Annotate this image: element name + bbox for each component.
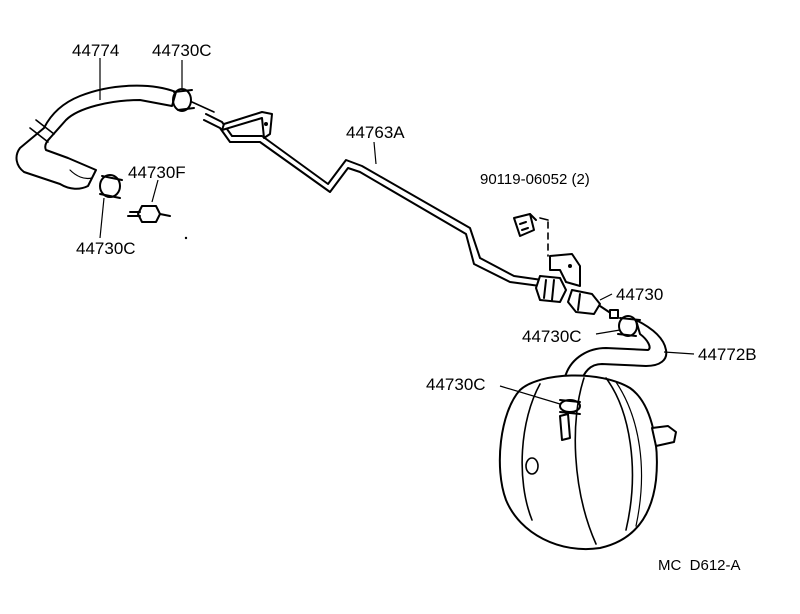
callout-44774: 44774 — [72, 41, 119, 60]
diagram-code: MC D612-A — [658, 557, 741, 574]
callout-pipe: 44763A — [346, 123, 405, 142]
callout-clamp-left: 44730C — [76, 239, 136, 258]
callout-clamp-booster: 44730C — [426, 375, 486, 394]
bolt-90119 — [513, 213, 537, 237]
callout-clamp-right: 44730C — [522, 327, 582, 346]
brake-booster — [498, 374, 677, 550]
callout-clamp-top: 44730C — [152, 41, 212, 60]
clamp-left — [99, 174, 123, 199]
bracket-right — [539, 217, 581, 287]
pipe-union — [535, 275, 567, 303]
clamp-top — [172, 88, 215, 113]
check-valve-44730 — [567, 289, 619, 319]
callout-bolt: 90119-06052 (2) — [480, 171, 590, 188]
callout-check-valve-left: 44730F — [128, 163, 186, 182]
pipe-44763A — [203, 111, 543, 287]
callout-hose-right: 44772B — [698, 345, 757, 364]
callout-check-valve-right: 44730 — [616, 285, 663, 304]
hose-44774 — [15, 84, 177, 190]
leader-lines — [99, 58, 695, 405]
check-valve-44730F — [127, 205, 188, 240]
